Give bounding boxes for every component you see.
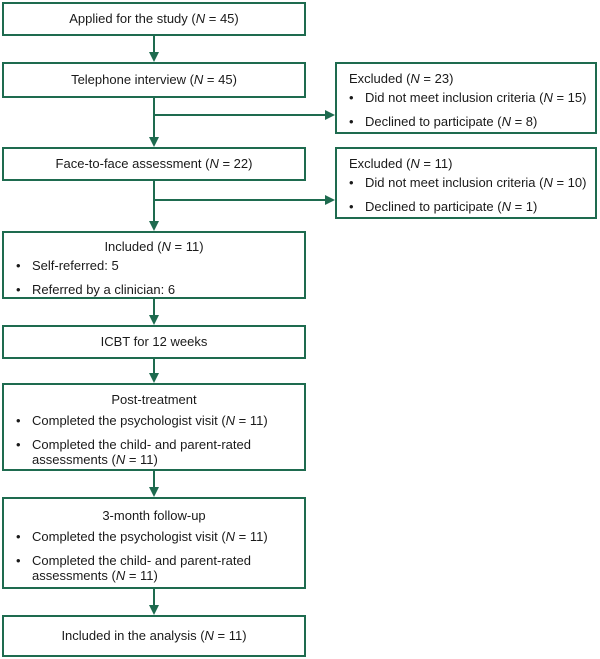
analysis-box: Included in the analysis (N = 11) (2, 615, 306, 657)
post-treatment-box: Post-treatment Completed the psychologis… (2, 383, 306, 471)
list-item: Completed the psychologist visit (N = 11… (14, 529, 298, 544)
excluded1-list: Did not meet inclusion criteria (N = 15)… (347, 90, 589, 138)
list-item: Self-referred: 5 (14, 258, 298, 273)
list-item: Completed the child- and parent-rated as… (14, 437, 298, 467)
excluded1-title: Excluded (N = 23) (349, 71, 454, 86)
followup-title: 3-month follow-up (102, 508, 206, 523)
excluded2-title: Excluded (N = 11) (349, 156, 453, 171)
excluded1-box: Excluded (N = 23) Did not meet inclusion… (335, 62, 597, 134)
applied-label: Applied for the study (N = 45) (69, 11, 239, 26)
included-box: Included (N = 11) Self-referred: 5 Refer… (2, 231, 306, 299)
included-list: Self-referred: 5 Referred by a clinician… (14, 258, 298, 306)
list-item: Completed the child- and parent-rated as… (14, 553, 298, 583)
analysis-label: Included in the analysis (N = 11) (61, 628, 247, 643)
list-item: Declined to participate (N = 8) (347, 114, 589, 129)
icbt-box: ICBT for 12 weeks (2, 325, 306, 359)
list-item: Referred by a clinician: 6 (14, 282, 298, 297)
excluded2-box: Excluded (N = 11) Did not meet inclusion… (335, 147, 597, 219)
list-item: Declined to participate (N = 1) (347, 199, 589, 214)
post-list: Completed the psychologist visit (N = 11… (14, 413, 298, 476)
icbt-label: ICBT for 12 weeks (100, 334, 208, 349)
telephone-label: Telephone interview (N = 45) (71, 72, 237, 87)
face-box: Face-to-face assessment (N = 22) (2, 147, 306, 181)
list-item: Did not meet inclusion criteria (N = 10) (347, 175, 589, 190)
list-item: Completed the psychologist visit (N = 11… (14, 413, 298, 428)
post-title: Post-treatment (111, 392, 197, 407)
followup-box: 3-month follow-up Completed the psycholo… (2, 497, 306, 589)
list-item: Did not meet inclusion criteria (N = 15) (347, 90, 589, 105)
excluded2-list: Did not meet inclusion criteria (N = 10)… (347, 175, 589, 223)
telephone-box: Telephone interview (N = 45) (2, 62, 306, 98)
followup-list: Completed the psychologist visit (N = 11… (14, 529, 298, 592)
face-label: Face-to-face assessment (N = 22) (55, 156, 253, 171)
applied-box: Applied for the study (N = 45) (2, 2, 306, 36)
included-title: Included (N = 11) (104, 239, 204, 254)
